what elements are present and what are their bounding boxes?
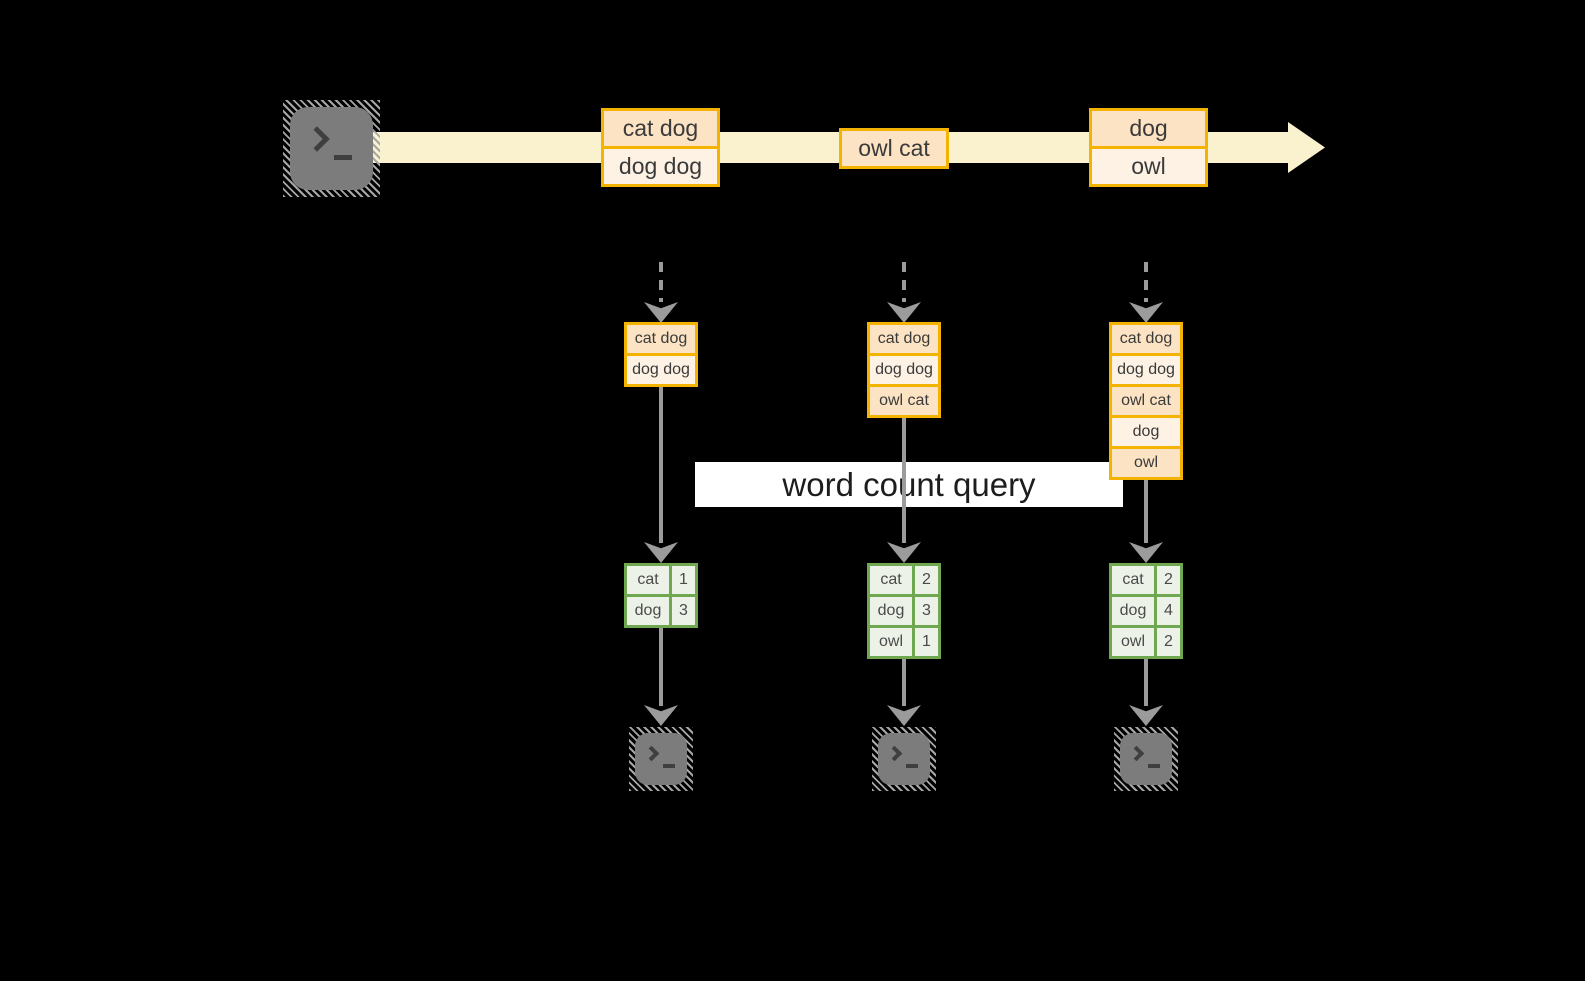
stream-event-box: owl cat — [839, 128, 949, 169]
count-cell: 3 — [672, 597, 695, 625]
terminal-cursor-icon — [663, 764, 675, 768]
terminal-screen — [1120, 733, 1172, 785]
terminal-prompt-icon — [304, 126, 330, 152]
count-cell: 1 — [672, 566, 695, 594]
count-table: cat 1 dog 3 — [624, 563, 698, 628]
event-text: dog — [1092, 111, 1205, 146]
dashed-arrow-head-icon — [644, 302, 678, 323]
stream-event-box: dog owl — [1089, 108, 1208, 187]
stream-event-box: cat dog dog dog — [601, 108, 720, 187]
state-row: dog dog — [870, 353, 938, 384]
dashed-arrow-line — [902, 262, 906, 302]
arrow-head-icon — [1129, 705, 1163, 726]
word-cell: cat — [870, 566, 912, 594]
sink-terminal-icon — [872, 727, 936, 791]
state-row: owl cat — [870, 384, 938, 415]
state-row: dog — [1112, 415, 1180, 446]
dashed-arrow-head-icon — [1129, 302, 1163, 323]
event-text: owl — [1092, 146, 1205, 184]
terminal-cursor-icon — [334, 155, 352, 160]
terminal-cursor-icon — [1148, 764, 1160, 768]
word-cell: cat — [627, 566, 669, 594]
arrow-head-icon — [887, 542, 921, 563]
word-cell: owl — [870, 628, 912, 656]
state-row: cat dog — [1112, 325, 1180, 353]
arrow-head-icon — [644, 705, 678, 726]
arrow-line — [659, 387, 663, 543]
count-table: cat 2 dog 4 owl 2 — [1109, 563, 1183, 659]
source-terminal-icon — [283, 100, 380, 197]
count-cell: 4 — [1157, 597, 1180, 625]
event-text: dog dog — [604, 146, 717, 184]
arrow-head-icon — [644, 542, 678, 563]
arrow-line — [659, 628, 663, 706]
dashed-arrow-line — [659, 262, 663, 302]
state-row: cat dog — [627, 325, 695, 353]
query-label: word count query — [695, 462, 1123, 507]
dashed-arrow-line — [1144, 262, 1148, 302]
terminal-prompt-icon — [643, 745, 660, 762]
word-cell: dog — [870, 597, 912, 625]
count-cell: 2 — [1157, 628, 1180, 656]
arrow-line — [1144, 480, 1148, 543]
arrow-head-icon — [1129, 542, 1163, 563]
arrow-line — [902, 418, 906, 543]
state-row: owl cat — [1112, 384, 1180, 415]
state-row: dog dog — [627, 353, 695, 384]
event-text: owl cat — [842, 131, 946, 166]
state-box: cat dog dog dog owl cat — [867, 322, 941, 418]
sink-terminal-icon — [1114, 727, 1178, 791]
state-row: dog dog — [1112, 353, 1180, 384]
word-cell: cat — [1112, 566, 1154, 594]
sink-terminal-icon — [629, 727, 693, 791]
word-cell: dog — [627, 597, 669, 625]
terminal-screen — [878, 733, 930, 785]
terminal-screen — [290, 107, 373, 190]
arrow-head-icon — [887, 705, 921, 726]
word-cell: dog — [1112, 597, 1154, 625]
event-text: cat dog — [604, 111, 717, 146]
count-cell: 1 — [915, 628, 938, 656]
terminal-cursor-icon — [906, 764, 918, 768]
arrow-line — [1144, 659, 1148, 706]
arrow-line — [902, 659, 906, 706]
count-table: cat 2 dog 3 owl 1 — [867, 563, 941, 659]
state-row: owl — [1112, 446, 1180, 477]
state-box: cat dog dog dog — [624, 322, 698, 387]
terminal-prompt-icon — [1128, 745, 1145, 762]
state-box: cat dog dog dog owl cat dog owl — [1109, 322, 1183, 480]
terminal-prompt-icon — [886, 745, 903, 762]
count-cell: 2 — [1157, 566, 1180, 594]
dashed-arrow-head-icon — [887, 302, 921, 323]
terminal-screen — [635, 733, 687, 785]
count-cell: 3 — [915, 597, 938, 625]
state-row: cat dog — [870, 325, 938, 353]
word-cell: owl — [1112, 628, 1154, 656]
stream-arrow-head — [1288, 122, 1325, 173]
count-cell: 2 — [915, 566, 938, 594]
